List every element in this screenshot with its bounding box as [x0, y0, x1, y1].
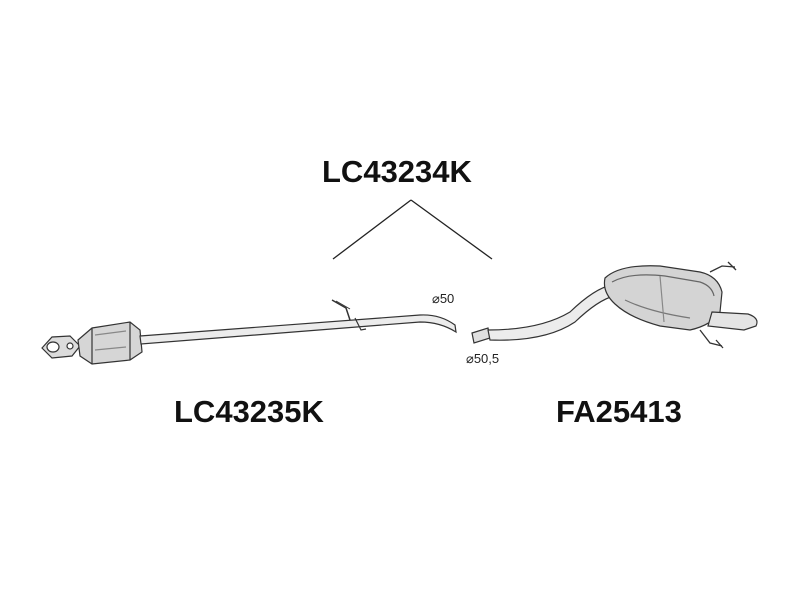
diameter-50-5-label: ⌀50,5 [466, 351, 500, 366]
part-number-fa25413: FA25413 [556, 394, 682, 429]
front-pipe-section [41, 299, 457, 365]
part-number-lc43234k: LC43234K [322, 154, 472, 189]
part-number-lc43235k: LC43235K [174, 394, 324, 429]
rear-silencer-section [471, 261, 758, 349]
diameter-50-label: ⌀50 [432, 291, 455, 306]
part-bracket-lines [332, 199, 493, 260]
